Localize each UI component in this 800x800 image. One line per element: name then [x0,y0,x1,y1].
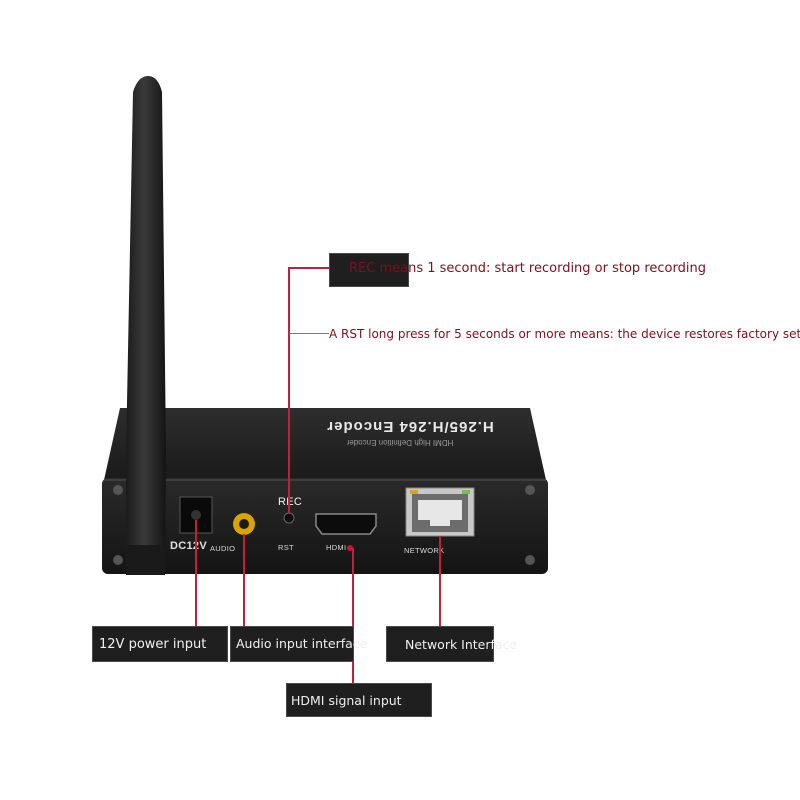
power-callout-text: 12V power input [99,637,207,652]
audio-callout-text: Audio input interface [236,636,368,651]
rst-callout-text: A RST long press for 5 seconds or more m… [329,327,800,341]
audio-callout-box [230,626,354,662]
hdmi-label: HDMI [326,543,347,552]
device-subtitle: HDMI High Definition Encoder [346,438,454,447]
rec-button-icon [283,512,295,524]
device-top-face [104,408,546,480]
antenna-icon [126,76,166,575]
rec-leader-h [289,267,331,269]
dc-label: DC12V [170,540,207,552]
rec-label: REC [278,496,303,508]
network-callout-box [386,626,494,662]
power-leader [195,520,197,627]
rec-callout-text: REC means 1 second: start recording or s… [349,261,706,276]
rst-leader-h [289,333,329,334]
power-callout-box [92,626,228,662]
rst-label: RST [278,543,294,552]
screw-icon [113,485,535,565]
audio-leader [243,534,245,627]
hdmi-port-icon [315,513,377,535]
hdmi-callout-box [286,683,432,717]
hdmi-callout-text: HDMI signal input [291,693,402,708]
audio-label: AUDIO [210,544,236,553]
rec-leader-v [288,267,290,513]
network-label: NETWORK [404,546,445,555]
rec-callout-box [329,253,409,287]
device-title: H.265/H.264 Encoder [326,418,494,435]
network-callout-text: Network Interface [405,637,518,652]
hdmi-leader [352,548,354,684]
network-leader [439,536,441,627]
